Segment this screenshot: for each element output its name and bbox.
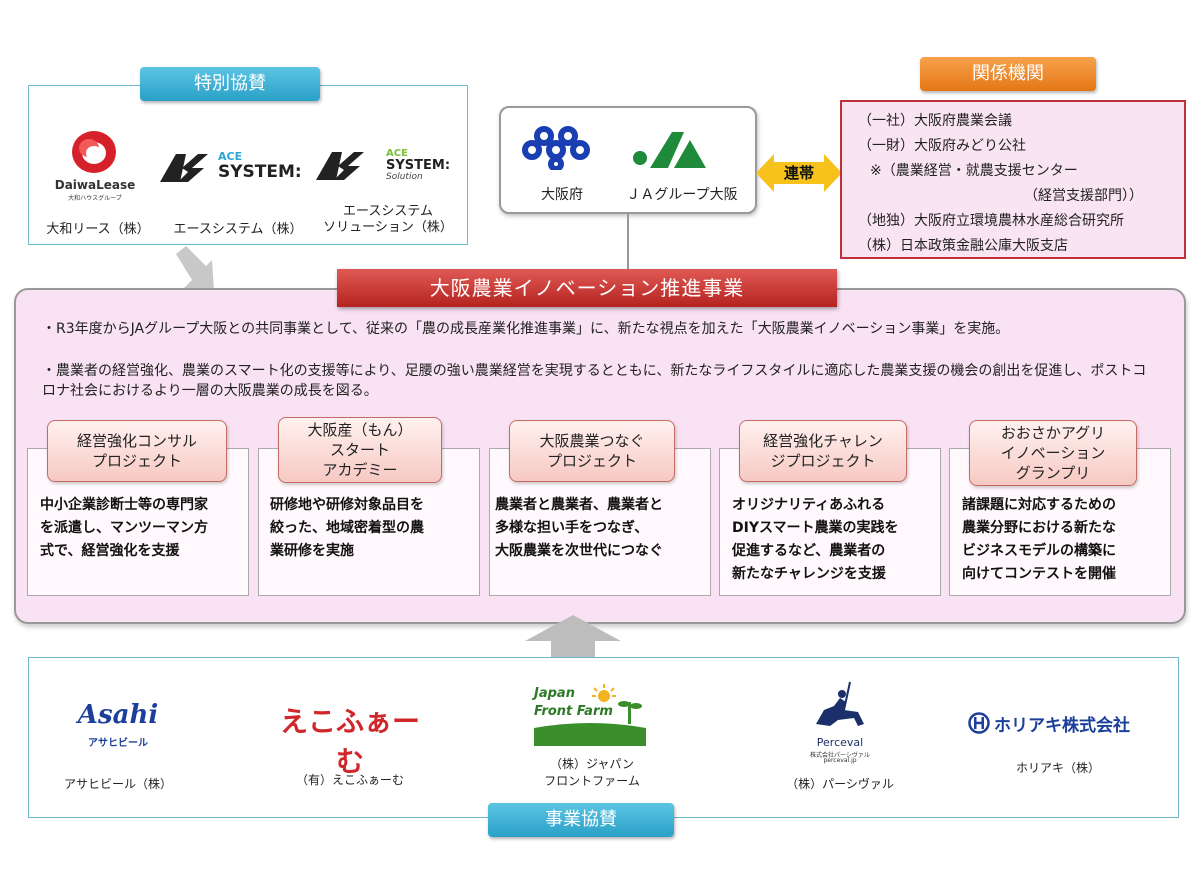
ace-system-logo-top: ACE — [218, 150, 243, 163]
project-desc-academy: 研修地や研修対象品目を絞った、地域密着型の農業研修を実施 — [270, 497, 424, 559]
cooperation-label: 連帯 — [783, 164, 814, 182]
ace-system-logo — [158, 150, 308, 184]
perceval-logo-sub: 株式会社パーシヴァル — [810, 752, 870, 759]
related-organizations-tag: 関係機関 — [920, 57, 1096, 91]
perceval-knight-logo-icon — [810, 680, 870, 736]
project-desc-connect: 農業者と農業者、農業者と多様な担い手をつなぎ、大阪農業を次世代につなぐ — [495, 497, 663, 559]
special-sponsor-tag: 特別協賛 — [140, 67, 320, 101]
ecofarm-logo: えこふぁーむ — [279, 705, 420, 778]
arrow-down-right-icon — [172, 246, 222, 292]
ace-solution-name-line2: ソリューション（株） — [323, 220, 453, 235]
ace-solution-logo-sub: Solution — [386, 172, 423, 182]
osaka-prefecture-emblem-icon — [522, 122, 590, 172]
horiaki-logo-text: ホリアキ株式会社 — [994, 716, 1130, 736]
japan-front-farm-logo-line2: Front Farm — [534, 704, 613, 719]
main-project-title: 大阪農業イノベーション推進事業 — [337, 269, 837, 307]
ecofarm-name: （有）えこふぁーむ — [295, 773, 404, 787]
japan-front-farm-name-line2: フロントファーム — [544, 774, 640, 788]
double-arrow-icon — [756, 152, 842, 194]
related-org-line: （株）日本政策金融公庫大阪支店 — [858, 238, 1068, 254]
daiwa-lease-logo-text: DaiwaLease — [54, 178, 136, 192]
horiaki-name: ホリアキ（株） — [1015, 761, 1100, 775]
horiaki-logo-icon — [968, 712, 990, 734]
daiwa-lease-logo — [48, 128, 144, 198]
ace-system-solution-logo — [314, 148, 374, 182]
project-title-connect: 大阪農業つなぐプロジェクト — [509, 420, 675, 482]
related-organizations-panel — [840, 100, 1186, 259]
center-organizer-panel — [499, 106, 757, 214]
project-desc-grandprix: 諸課題に対応するための農業分野における新たなビジネスモデルの構築に向けてコンテス… — [962, 497, 1116, 582]
ace-system-name: エースシステム（株） — [173, 222, 303, 237]
project-title-consulting: 経営強化コンサルプロジェクト — [47, 420, 227, 482]
ace-solution-logo-top: ACE — [386, 148, 408, 159]
ace-solution-logo-bottom: SYSTEM: — [386, 158, 451, 173]
perceval-logo-text: Perceval — [816, 736, 864, 749]
project-title-academy: 大阪産（もん）スタートアカデミー — [278, 417, 442, 483]
project-title-grandprix: おおさかアグリイノベーショングランプリ — [969, 420, 1137, 486]
perceval-logo-url: perceval.jp — [823, 757, 857, 764]
connector-line — [627, 214, 629, 270]
daiwa-lease-name: 大和リース（株） — [46, 222, 150, 237]
ja-group-logo-icon — [628, 128, 708, 170]
intro-paragraph-2: ・農業者の経営強化、農業のスマート化の支援等により、足腰の強い農業経営を実現する… — [42, 363, 1147, 399]
ace-system-logo-bottom: SYSTEM: — [218, 162, 302, 182]
ace-solution-name-line1: エースシステム — [343, 204, 433, 219]
intro-paragraph-1: ・R3年度からJAグループ大阪との共同事業として、従来の「農の成長産業化推進事業… — [42, 321, 1010, 337]
perceval-name: （株）パーシヴァル — [786, 777, 894, 791]
related-org-line: （一財）大阪府みどり公社 — [858, 138, 1026, 154]
asahi-logo: Asahi — [77, 700, 159, 730]
project-desc-consulting: 中小企業診断士等の専門家を派遣し、マンツーマン方式で、経営強化を支援 — [40, 497, 208, 559]
daiwa-lease-logo-sub: 大和ハウスグループ — [68, 195, 122, 202]
related-org-line: （経営支援部門）） — [1024, 188, 1143, 204]
japan-front-farm-name-line1: （株）ジャパン — [549, 757, 634, 771]
related-org-line: （一社）大阪府農業会議 — [858, 113, 1012, 129]
japan-front-farm-logo-icon — [532, 684, 648, 746]
arrow-up-icon — [525, 615, 621, 671]
business-sponsor-tag: 事業協賛 — [488, 803, 674, 837]
project-title-challenge: 経営強化チャレンジプロジェクト — [739, 420, 907, 482]
related-org-line: （地独）大阪府立環境農林水産総合研究所 — [858, 213, 1124, 229]
japan-front-farm-logo-line1: Japan — [534, 686, 575, 701]
related-org-line: ※（農業経営・就農支援センター — [870, 163, 1078, 179]
asahi-name: アサヒビール（株） — [63, 777, 172, 791]
asahi-logo-sub: アサヒビール — [88, 738, 148, 749]
ja-group-osaka-label: ＪＡグループ大阪 — [626, 187, 738, 203]
osaka-prefecture-label: 大阪府 — [541, 187, 583, 203]
